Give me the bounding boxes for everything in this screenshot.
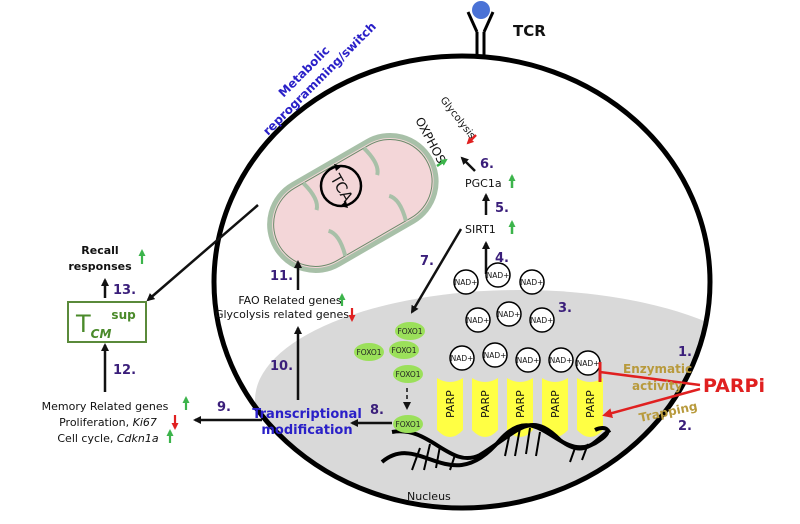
- nad-molecule: [449, 345, 475, 371]
- parp-label: PARP: [549, 390, 562, 418]
- dna-helix-icon: [380, 422, 612, 471]
- nad-molecule: [529, 307, 555, 333]
- foxo1-label: FOXO1: [356, 348, 381, 357]
- nad-molecule: [548, 347, 574, 373]
- step-12: 12.: [113, 363, 136, 378]
- enzymatic-line2: activity: [632, 379, 683, 393]
- foxo1-molecule: [395, 322, 425, 340]
- nad-label: NAD+: [487, 271, 510, 280]
- foxo1-label: FOXO1: [395, 420, 420, 429]
- step-11: 11.: [270, 269, 293, 284]
- glycolysis-label: Glycolysis: [438, 95, 477, 141]
- parpi-inhibition-lines: [598, 362, 701, 418]
- nad-label: NAD+: [531, 316, 554, 325]
- oxphos-up-arrow-icon: [436, 158, 448, 168]
- glycolysis-genes-label: Glycolysis related genes: [215, 308, 349, 321]
- step-1: 1.: [678, 345, 692, 360]
- parp-label: PARP: [479, 390, 492, 418]
- foxo1-label: FOXO1: [395, 370, 420, 379]
- step-10: 10.: [270, 359, 293, 374]
- step-13: 13.: [113, 283, 136, 298]
- parp-label: PARP: [514, 390, 527, 418]
- glycolysis-down-arrow-icon: [466, 134, 477, 145]
- nad-molecule: [496, 301, 522, 327]
- parp-protein: [507, 378, 533, 437]
- step-5: 5.: [495, 201, 509, 216]
- step-8: 8.: [370, 403, 384, 418]
- arrow-step-6: [460, 156, 476, 172]
- nad-molecule: [485, 262, 511, 288]
- nad-label: NAD+: [451, 354, 474, 363]
- pgc1a-label: PGC1a: [465, 177, 502, 190]
- parp-protein: [577, 378, 603, 437]
- tcm-label: TCMsup: [75, 308, 136, 341]
- arrow-metabolic-to-tcm: [146, 204, 259, 302]
- sirt1-label: SIRT1: [465, 223, 496, 236]
- nad-label: NAD+: [467, 316, 490, 325]
- nad-molecule: [482, 342, 508, 368]
- nad-label: NAD+: [484, 351, 507, 360]
- nad-label: NAD+: [577, 359, 600, 368]
- nad-molecules: NAD+ NAD+ NAD+ NAD+ NAD+ NAD+ NAD+ NAD+ NAD+ NAD+…: [449, 262, 601, 376]
- nad-molecule: [453, 269, 479, 295]
- foxo1-molecule: [354, 343, 384, 361]
- parp-proteins: PARP PARP PARP PARP PARP: [437, 378, 603, 437]
- cell-cycle-label: Cell cycle, Cdkn1a: [57, 432, 158, 445]
- tcr-receptor-icon: [466, 1, 495, 58]
- step-2: 2.: [678, 419, 692, 434]
- nad-label: NAD+: [517, 356, 540, 365]
- recall-line1: Recall: [81, 244, 118, 257]
- tcr-label: TCR: [513, 22, 546, 40]
- foxo1-label: FOXO1: [397, 327, 422, 336]
- foxo1-label: FOXO1: [391, 346, 416, 355]
- proliferation-label: Proliferation, Ki67: [59, 416, 157, 429]
- transcriptional-line2: modification: [261, 423, 352, 438]
- parp-protein: [542, 378, 568, 437]
- nad-label: NAD+: [550, 356, 573, 365]
- fao-genes-label: FAO Related genes: [238, 294, 342, 307]
- foxo1-molecule: [393, 365, 423, 383]
- tcm-box: [67, 301, 147, 343]
- foxo1-molecule: [389, 341, 419, 359]
- parp-label: PARP: [584, 390, 597, 418]
- step-3: 3.: [558, 301, 572, 316]
- step-9: 9.: [217, 400, 231, 415]
- nad-label: NAD+: [455, 278, 478, 287]
- transcriptional-line1: Transcriptional: [252, 407, 362, 422]
- nad-label: NAD+: [498, 310, 521, 319]
- enzymatic-line1: Enzymatic: [623, 362, 692, 376]
- metabolic-label-line2: reprogramming/switch: [260, 19, 379, 138]
- memory-genes-label: Memory Related genes: [42, 400, 169, 413]
- parpi-label: PARPi: [703, 375, 765, 397]
- step-7: 7.: [420, 254, 434, 269]
- cell-membrane: [211, 53, 713, 511]
- nad-molecule: [515, 347, 541, 373]
- nad-molecule: [465, 307, 491, 333]
- nad-label: NAD+: [521, 278, 544, 287]
- recall-line2: responses: [68, 260, 132, 273]
- parp-protein: [437, 378, 463, 437]
- foxo1-molecule: [393, 415, 423, 433]
- step-6: 6.: [480, 157, 494, 172]
- step-4: 4.: [495, 251, 509, 266]
- nucleus-label: Nucleus: [407, 490, 451, 503]
- parp-label: PARP: [444, 390, 457, 418]
- arrow-step-7: [410, 228, 463, 314]
- nad-molecule: [519, 269, 545, 295]
- parp-protein: [472, 378, 498, 437]
